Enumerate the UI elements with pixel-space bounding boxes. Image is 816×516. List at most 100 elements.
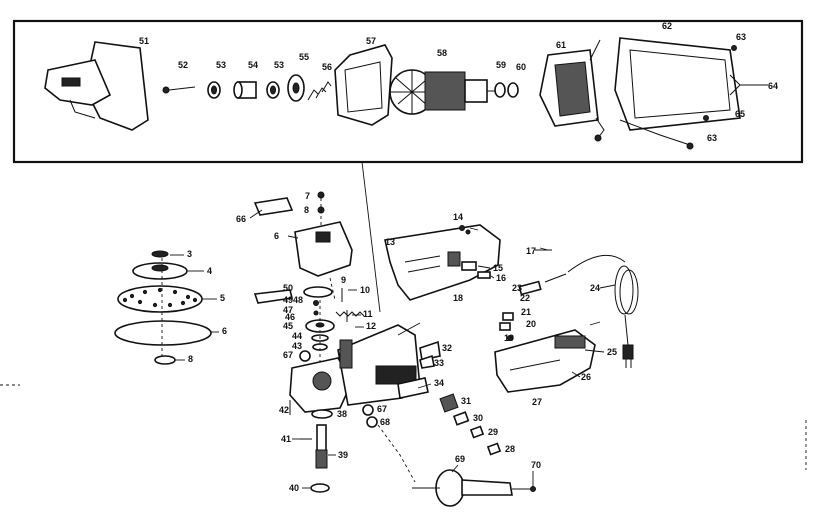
callout-38: 38 — [337, 409, 347, 419]
callout-28: 28 — [505, 444, 515, 454]
callout-63b: 63 — [707, 133, 717, 143]
callout-59: 59 — [496, 60, 506, 70]
armature-part — [389, 69, 495, 115]
callout-46: 46 — [285, 312, 295, 322]
abrasive-disc-part — [114, 320, 212, 346]
callout-19: 19 — [504, 333, 514, 343]
nut-part — [151, 250, 169, 258]
callout-20: 20 — [526, 319, 536, 329]
callout-12: 12 — [366, 321, 376, 331]
screw-part — [162, 86, 196, 94]
callout-54: 54 — [248, 60, 258, 70]
callout-52: 52 — [178, 60, 188, 70]
caution-label-part — [397, 377, 429, 399]
callout-10: 10 — [360, 285, 370, 295]
callout-47: 47 — [283, 305, 293, 315]
callout-9: 9 — [341, 275, 346, 285]
callout-41: 41 — [281, 434, 291, 444]
callout-61: 61 — [556, 40, 566, 50]
callout-25: 25 — [607, 347, 617, 357]
callout-17: 17 — [526, 246, 536, 256]
callout-67b: 67 — [377, 404, 387, 414]
callout-39: 39 — [338, 450, 348, 460]
power-cord-part — [567, 254, 639, 368]
callout-68: 68 — [380, 417, 390, 427]
callout-30: 30 — [473, 413, 483, 423]
callout-33: 33 — [434, 358, 444, 368]
callout-53b: 53 — [274, 60, 284, 70]
callout-66: 66 — [236, 214, 246, 224]
callout-16: 16 — [496, 273, 506, 283]
callout-3: 5 — [220, 293, 225, 303]
handle-half-left-part — [384, 224, 501, 301]
callout-70: 70 — [531, 460, 541, 470]
spring-part — [335, 311, 365, 317]
callout-43: 43 — [292, 341, 302, 351]
callout-42: 42 — [279, 405, 289, 415]
nameplate-part — [253, 289, 293, 304]
switch-cover-part — [294, 221, 353, 277]
callout-5: 3 — [187, 249, 192, 259]
bearing-part-3 — [494, 82, 506, 98]
callout-14: 14 — [453, 212, 463, 222]
callout-55: 55 — [299, 52, 309, 62]
callout-53: 53 — [216, 60, 226, 70]
label-plate-part — [253, 197, 294, 216]
washer-part-2 — [507, 82, 519, 98]
callout-7: 7 — [305, 191, 310, 201]
screw-7 — [317, 191, 325, 199]
callout-50: 50 — [283, 283, 293, 293]
callout-65: 65 — [735, 109, 745, 119]
baffle-plate-part — [334, 44, 393, 126]
callout-49: 49 — [283, 295, 293, 305]
housing-screws-part — [703, 45, 768, 121]
callout-57: 57 — [366, 36, 376, 46]
callout-27: 27 — [532, 397, 542, 407]
callout-34: 34 — [434, 378, 444, 388]
callout-26: 26 — [581, 372, 591, 382]
callout-60: 60 — [516, 62, 526, 72]
callout-67: 67 — [283, 350, 293, 360]
callout-40: 40 — [289, 483, 299, 493]
callout-51: 51 — [139, 36, 149, 46]
callout-13: 13 — [385, 237, 395, 247]
gasket-part — [303, 286, 333, 298]
callout-18: 18 — [453, 293, 463, 303]
spindle-part — [300, 424, 328, 469]
callout-32: 32 — [442, 343, 452, 353]
clips-part — [307, 81, 332, 101]
callout-56: 56 — [322, 62, 332, 72]
callout-11: 11 — [363, 309, 373, 319]
callout-58: 58 — [437, 48, 447, 58]
callout-23: 23 — [512, 283, 522, 293]
callout-2: 6 — [222, 326, 227, 336]
callout-62: 62 — [662, 21, 672, 31]
rear-handle-part — [44, 41, 149, 131]
motor-housing-part — [594, 37, 741, 150]
callout-1: 8 — [188, 354, 193, 364]
callout-22: 22 — [520, 293, 530, 303]
sleeve-part — [233, 81, 257, 99]
gear-case-part — [289, 357, 353, 413]
callout-24: 24 — [590, 283, 600, 293]
side-handle-part — [412, 469, 536, 507]
callout-69: 69 — [455, 454, 465, 464]
brush-plate-part — [419, 340, 441, 361]
inset-frame — [12, 19, 804, 164]
callout-8: 8 — [304, 205, 309, 215]
callout-21: 21 — [521, 307, 531, 317]
callout-64: 64 — [768, 81, 778, 91]
callout-48: 48 — [293, 295, 303, 305]
callout-63: 63 — [736, 32, 746, 42]
field-coil-part — [539, 39, 605, 139]
callout-29: 29 — [488, 427, 498, 437]
callout-6: 6 — [274, 231, 279, 241]
callout-45: 45 — [283, 321, 293, 331]
callout-4: 4 — [207, 266, 212, 276]
flange-nut-part — [154, 355, 176, 365]
disc-holes — [122, 287, 198, 308]
callout-44: 44 — [292, 331, 302, 341]
handle-half-right-part — [494, 329, 596, 393]
callout-15: 15 — [493, 263, 503, 273]
